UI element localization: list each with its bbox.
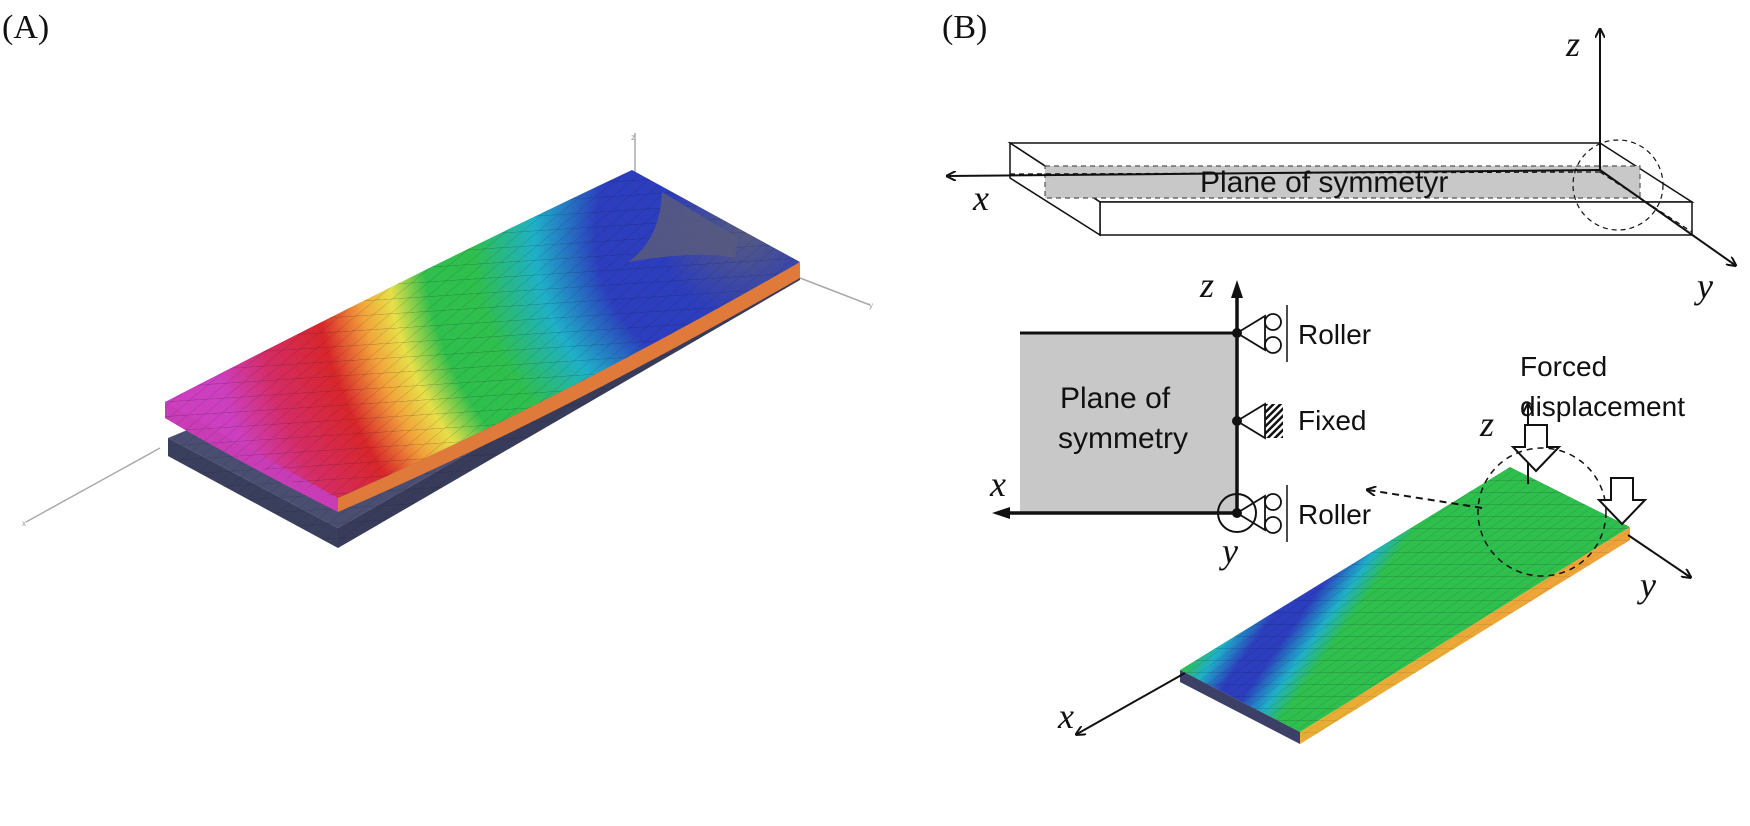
- deformed-plate: [165, 170, 800, 512]
- plane-label-line2: symmetry: [1058, 422, 1188, 455]
- detail-axis-y-label: y: [1219, 531, 1238, 571]
- axis-a-x: [25, 447, 161, 523]
- top-axis-x-label: x: [972, 178, 989, 218]
- roller-support-bottom: [1235, 485, 1288, 542]
- detail-axis-z-label: z: [1199, 265, 1214, 305]
- detail-circle-top: [1572, 139, 1664, 231]
- roller-support-top: [1232, 305, 1288, 362]
- mesh-axis-z-label: z: [1479, 404, 1494, 444]
- detail-axis-x-label: x: [989, 464, 1006, 504]
- cross-section-detail: z x y Plane of symmetry Roller Fixed: [989, 265, 1371, 571]
- plane-label-line1: Plane of: [1060, 382, 1171, 415]
- support-label-middle: Fixed: [1298, 405, 1366, 436]
- top-axis-z-label: z: [1565, 24, 1580, 64]
- axis-a-z-label: z: [631, 133, 635, 142]
- support-label-top: Roller: [1298, 319, 1371, 350]
- mesh-axis-y-label: y: [1637, 565, 1656, 605]
- panel-b-label: (B): [942, 9, 987, 46]
- forced-label-line2: displacement: [1520, 391, 1685, 422]
- detail-circle-mesh: [1477, 447, 1607, 577]
- mesh-axis-x-label: x: [1057, 696, 1074, 736]
- axis-a-y-label: y: [869, 301, 873, 310]
- detail-leader-arrow: [1368, 490, 1483, 509]
- top-hidden-edges: [1009, 171, 1693, 233]
- support-label-bottom: Roller: [1298, 499, 1371, 530]
- forced-displacement-arrows: [1510, 424, 1648, 526]
- forced-label-line1: Forced: [1520, 351, 1607, 382]
- panel-a-label: (A): [2, 9, 49, 46]
- fe-mesh-model: [1180, 467, 1630, 744]
- panel-b: (B) Plane of symmetyr z x y: [942, 9, 1735, 744]
- top-axis-y-label: y: [1694, 266, 1713, 306]
- symmetry-plane-area: [1020, 333, 1237, 513]
- axis-a-y: [799, 277, 871, 306]
- panel-a: (A) z y x: [2, 9, 873, 548]
- axis-a-x-label: x: [22, 519, 26, 528]
- fixed-support: [1232, 402, 1283, 440]
